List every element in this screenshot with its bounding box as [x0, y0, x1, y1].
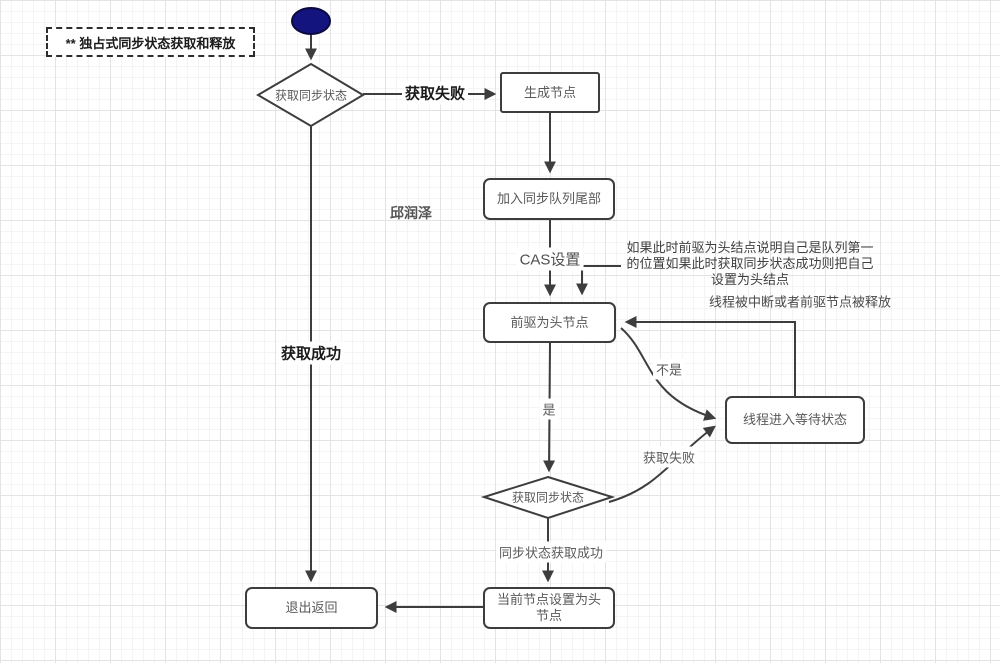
edge-label-cas-set: CAS设置 — [516, 247, 584, 271]
edge-label-acquire-failed-bottom: 获取失败 — [639, 446, 699, 468]
edge-label-acquire-failed-top: 获取失败 — [401, 81, 469, 105]
node-join-queue-tail[interactable]: 加入同步队列尾部 — [483, 178, 615, 220]
edge-note-to-pred — [576, 265, 621, 296]
node-create-node-label: 生成节点 — [523, 84, 576, 100]
edge-wait-to-pred — [624, 316, 796, 396]
node-predecessor-is-head[interactable]: 前驱为头节点 — [483, 302, 616, 343]
annotation-head-node-note-line3: 设置为头结点 — [710, 272, 790, 287]
edge-acquire-failed-bottom — [608, 425, 716, 503]
decision-check-sync-top-label: 获取同步状态 — [274, 88, 348, 103]
annotation-head-node-note[interactable]: 如果此时前驱为头结点说明自己是队列第一 的位置如果此时获取同步状态成功则把自己 … — [626, 240, 873, 288]
node-set-current-as-head[interactable]: 当前节点设置为头节点 — [483, 587, 615, 629]
node-set-current-as-head-label: 当前节点设置为头节点 — [496, 592, 601, 623]
annotation-head-node-note-line2: 的位置如果此时获取同步状态成功则把自己 — [626, 256, 874, 271]
start-node[interactable] — [291, 7, 331, 35]
decision-check-sync-bottom-label: 获取同步状态 — [511, 490, 585, 505]
edge-label-acquire-success: 获取成功 — [277, 341, 345, 365]
node-create-node[interactable]: 生成节点 — [500, 72, 600, 113]
diagram-title: ** 独占式同步状态获取和释放 — [65, 35, 236, 51]
node-exit-return-label: 退出返回 — [285, 600, 338, 615]
edge-label-no: 不是 — [652, 358, 686, 380]
node-thread-waiting-label: 线程进入等待状态 — [742, 412, 847, 427]
node-join-queue-tail-label: 加入同步队列尾部 — [496, 191, 601, 206]
watermark-author: 邱润泽 — [390, 205, 432, 221]
edge-label-yes: 是 — [539, 398, 559, 420]
diagram-title-box[interactable]: ** 独占式同步状态获取和释放 — [46, 27, 255, 57]
annotation-head-node-note-line1: 如果此时前驱为头结点说明自己是队列第一 — [626, 240, 874, 255]
annotation-interrupted-note[interactable]: 线程被中断或者前驱节点被释放 — [708, 294, 892, 310]
node-thread-waiting[interactable]: 线程进入等待状态 — [725, 396, 865, 444]
node-exit-return[interactable]: 退出返回 — [245, 587, 378, 629]
node-predecessor-is-head-label: 前驱为头节点 — [510, 314, 589, 330]
edge-label-sync-state-acquired: 同步状态获取成功 — [495, 541, 607, 563]
